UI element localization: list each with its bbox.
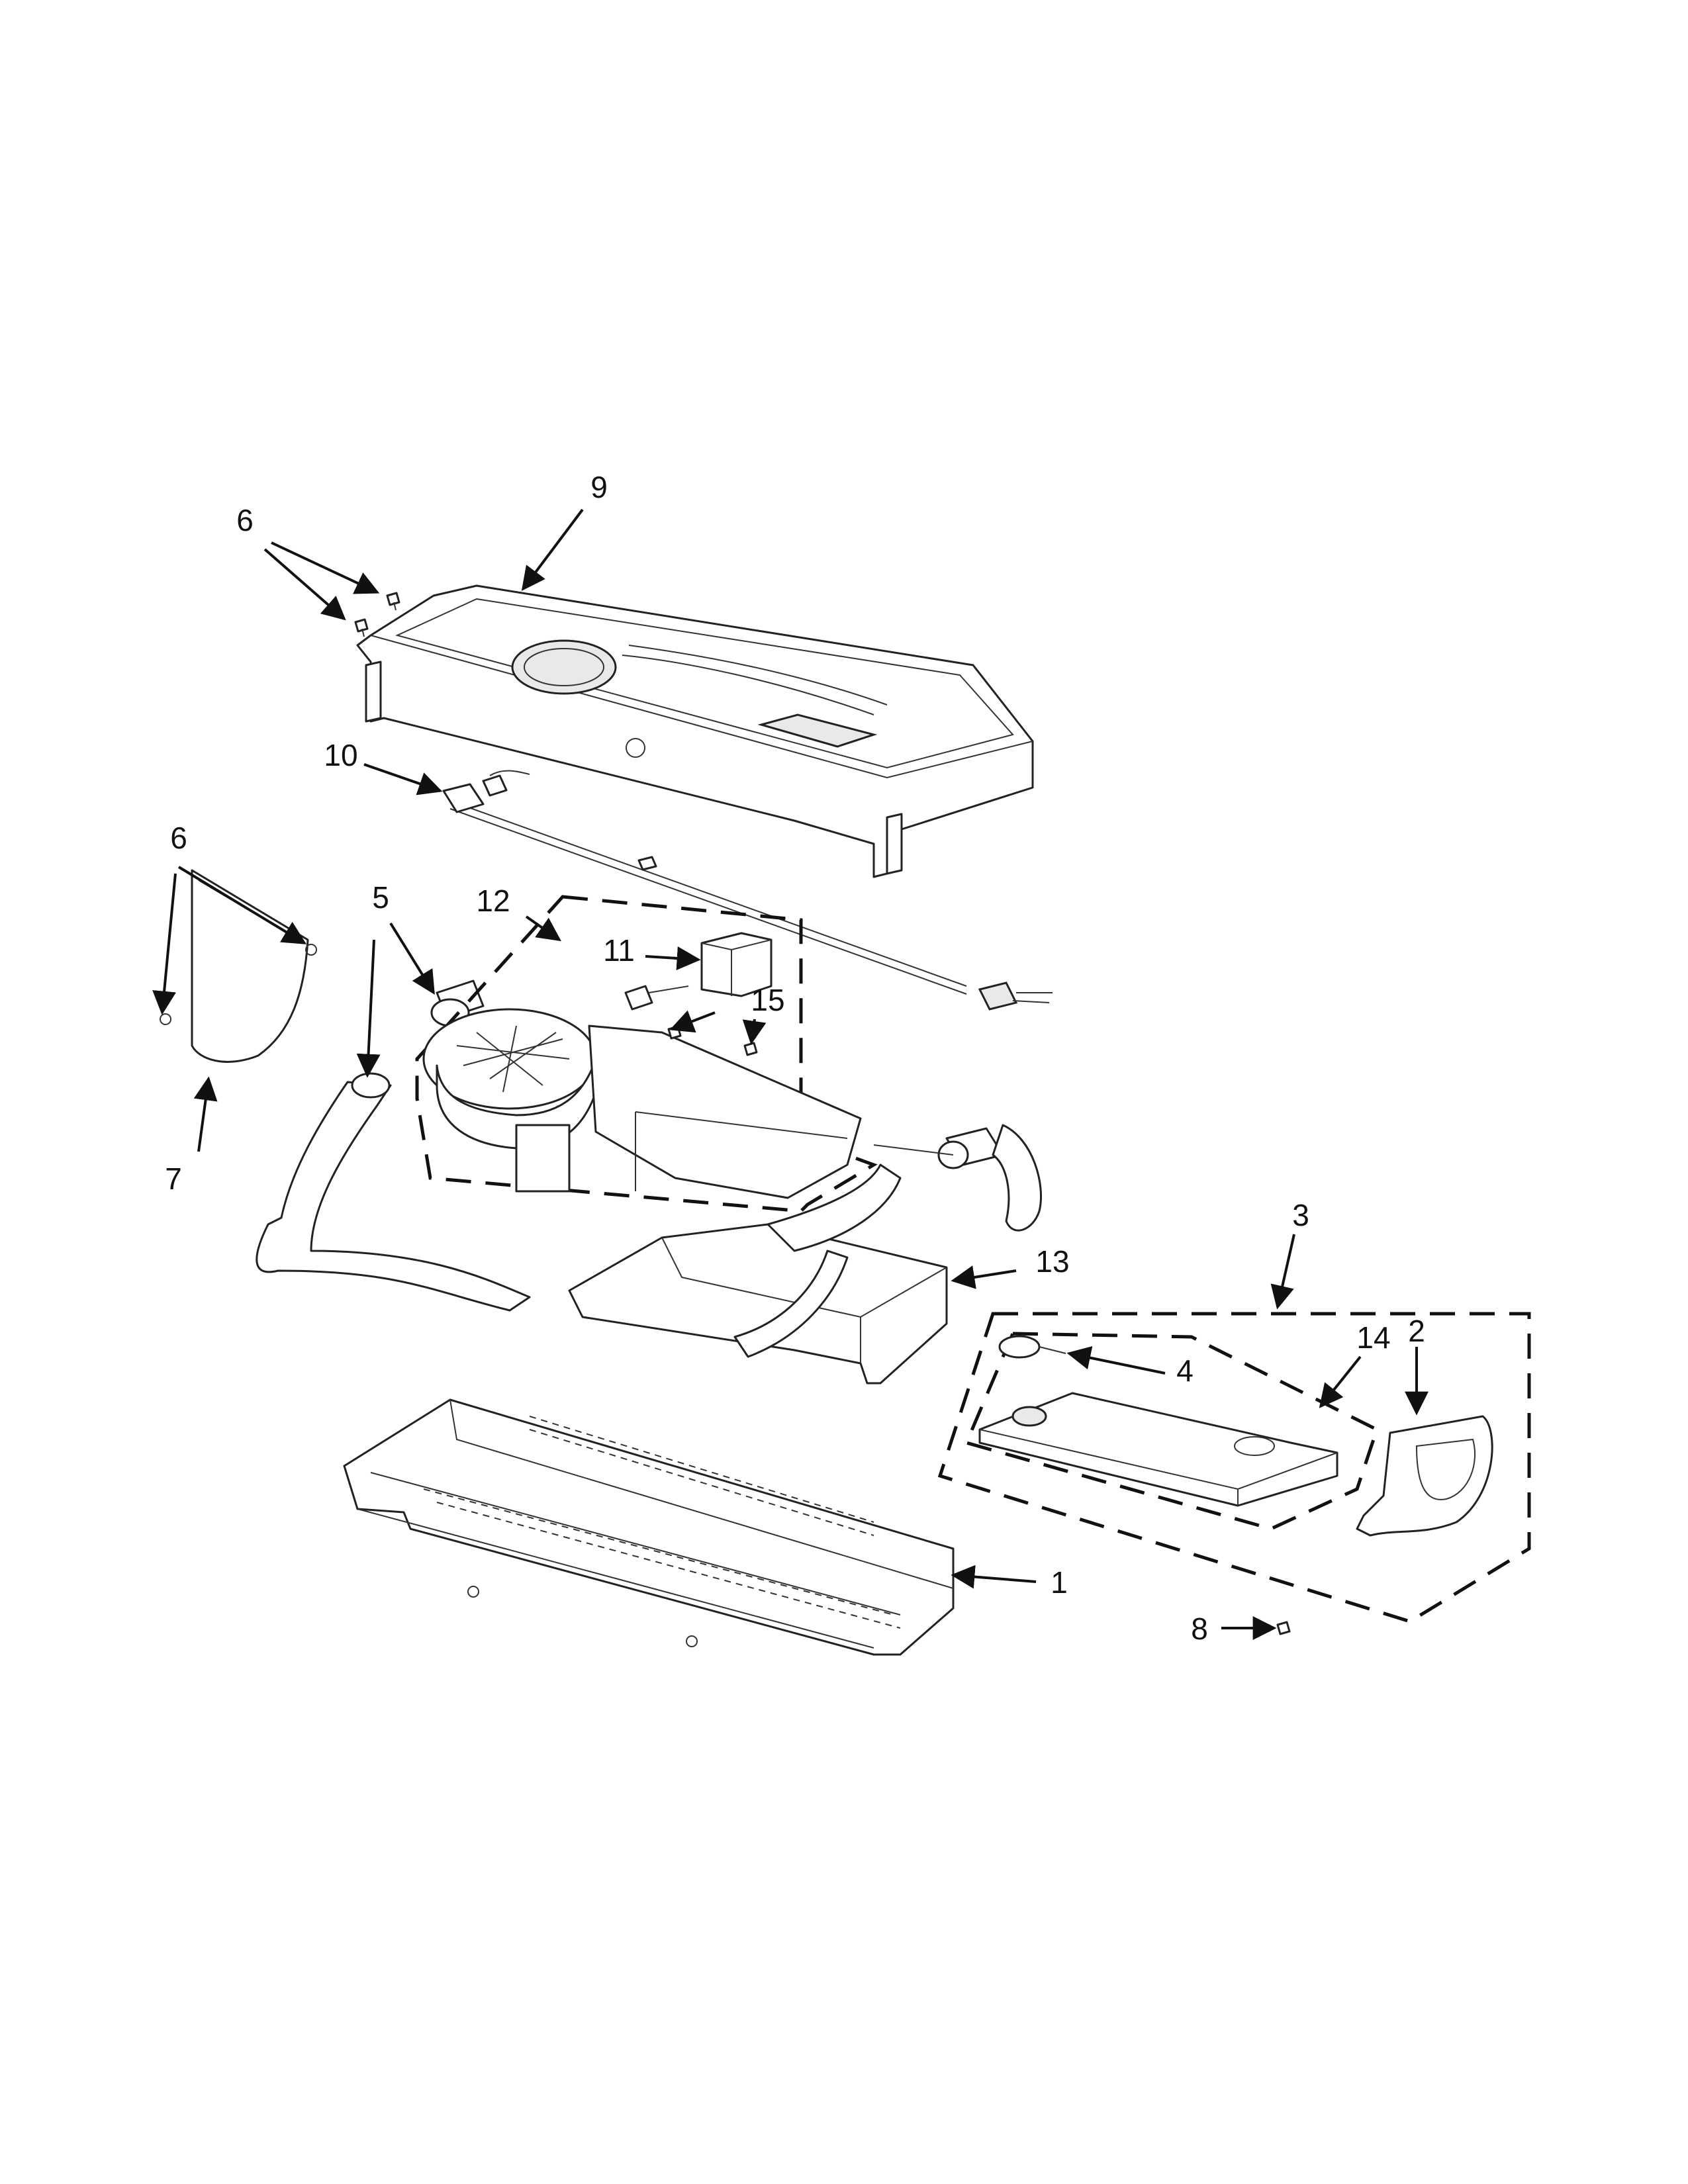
callout-4: 4	[1176, 1353, 1194, 1388]
part-11-control-switch[interactable]	[624, 932, 773, 1011]
leader-lines	[152, 508, 1429, 1640]
callout-12: 12	[476, 884, 510, 918]
callout-14: 14	[1356, 1320, 1390, 1355]
drain-tube-right[interactable]	[873, 1124, 1043, 1232]
part-14-control-panel[interactable]	[978, 1392, 1338, 1507]
part-8-screw[interactable]	[1276, 1621, 1291, 1635]
part-9-top-panel[interactable]	[356, 584, 1034, 878]
part-6-screws-top[interactable]	[354, 592, 400, 637]
callout-2: 2	[1408, 1314, 1425, 1348]
part-12-blower-housing[interactable]	[422, 1008, 862, 1199]
part-1-bottom-cover[interactable]	[343, 1398, 955, 1656]
part-10-power-cord[interactable]	[442, 770, 1053, 1011]
callout-labels: 9 6 10 6 5 12 11 15 7 13 3 14 2 4 1 8	[165, 470, 1425, 1646]
callout-7: 7	[165, 1161, 182, 1196]
callout-8: 8	[1191, 1612, 1208, 1646]
callout-3: 3	[1292, 1198, 1309, 1232]
callout-13: 13	[1035, 1244, 1069, 1279]
part-4-lamp[interactable]	[998, 1335, 1066, 1359]
callout-6-top: 6	[236, 503, 254, 537]
part-7-bracket[interactable]	[160, 869, 317, 1063]
callout-15: 15	[751, 983, 784, 1017]
callout-11: 11	[603, 933, 635, 968]
part-2-handle-cover[interactable]	[1356, 1415, 1493, 1537]
callout-1: 1	[1051, 1565, 1068, 1600]
part-12-group-boundary	[415, 895, 878, 1213]
part-3-group-boundary	[937, 1312, 1531, 1623]
part-13-duct-tray[interactable]	[568, 1163, 948, 1385]
callout-10: 10	[324, 738, 357, 772]
part-5-duct-tube[interactable]	[256, 979, 531, 1312]
callout-6-side: 6	[170, 821, 187, 855]
callout-9: 9	[590, 470, 608, 504]
callout-5: 5	[372, 880, 389, 915]
part-14-group-boundary	[964, 1332, 1380, 1531]
